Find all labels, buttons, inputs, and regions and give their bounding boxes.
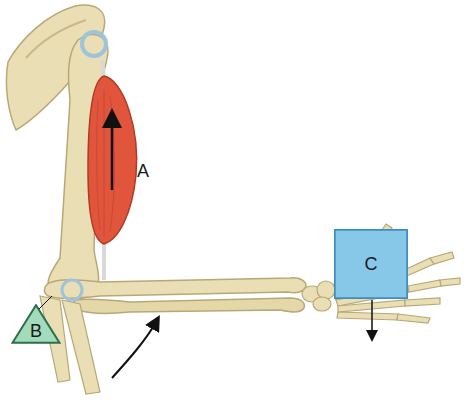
fulcrum-triangle: B xyxy=(11,304,61,344)
muscle-fibers xyxy=(97,90,115,236)
ulna xyxy=(45,278,306,298)
biceps-muscle xyxy=(88,76,137,244)
hand-bones xyxy=(302,224,460,323)
elbow-joint xyxy=(62,280,82,300)
rotation-arrow xyxy=(112,322,156,378)
radius xyxy=(73,298,304,313)
node-letter: C xyxy=(365,255,378,273)
load-arrow xyxy=(371,300,373,336)
part-letter: A xyxy=(137,162,149,180)
tendon xyxy=(102,240,106,280)
force-arrow xyxy=(111,118,114,190)
bone-fragment xyxy=(62,300,100,394)
load-box: C xyxy=(334,229,408,299)
node-letter: B xyxy=(30,322,42,340)
shoulder-joint xyxy=(82,32,106,56)
tendon xyxy=(102,60,104,78)
